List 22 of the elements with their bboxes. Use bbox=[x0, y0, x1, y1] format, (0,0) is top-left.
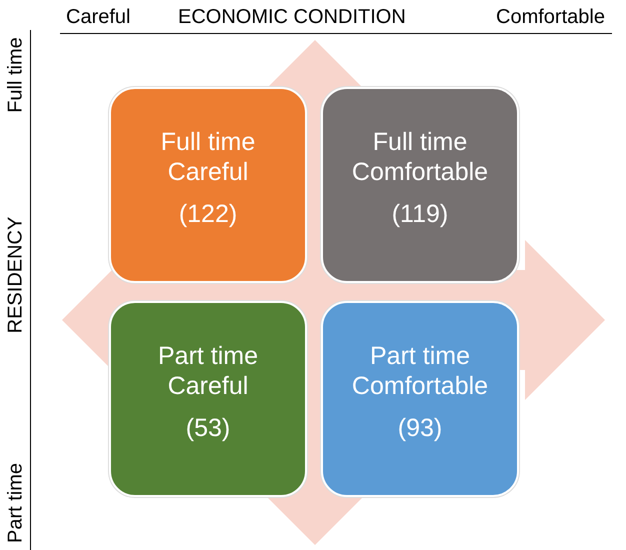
quadrant-text: (122) bbox=[178, 199, 238, 229]
axis-label: Comfortable bbox=[496, 6, 605, 29]
quadrant-text: Comfortable bbox=[352, 371, 488, 401]
quadrant-text: (53) bbox=[186, 413, 230, 443]
quadrant-text: Full time bbox=[372, 127, 468, 157]
quadrant-box bbox=[321, 87, 519, 283]
quadrant-text: (119) bbox=[392, 199, 448, 229]
quadrant-text: Part time bbox=[158, 341, 258, 371]
axis-label: Part time bbox=[4, 462, 28, 544]
quadrant-text: Careful bbox=[168, 157, 248, 187]
quadrant-text: (93) bbox=[398, 413, 442, 443]
quadrant-box bbox=[321, 301, 519, 497]
quadrant-text: Part time bbox=[370, 341, 470, 371]
quadrant-text: Careful bbox=[168, 371, 248, 401]
quadrant-text: Comfortable bbox=[352, 157, 488, 187]
quadrant-box bbox=[109, 301, 307, 497]
axis-label: ECONOMIC CONDITION bbox=[178, 6, 406, 29]
axis-label: RESIDENCY bbox=[4, 216, 28, 334]
axis-label: Careful bbox=[66, 6, 130, 29]
quadrant-box bbox=[109, 87, 307, 283]
quadrant-text: Full time bbox=[160, 127, 256, 157]
axis-label: Full time bbox=[4, 37, 28, 113]
